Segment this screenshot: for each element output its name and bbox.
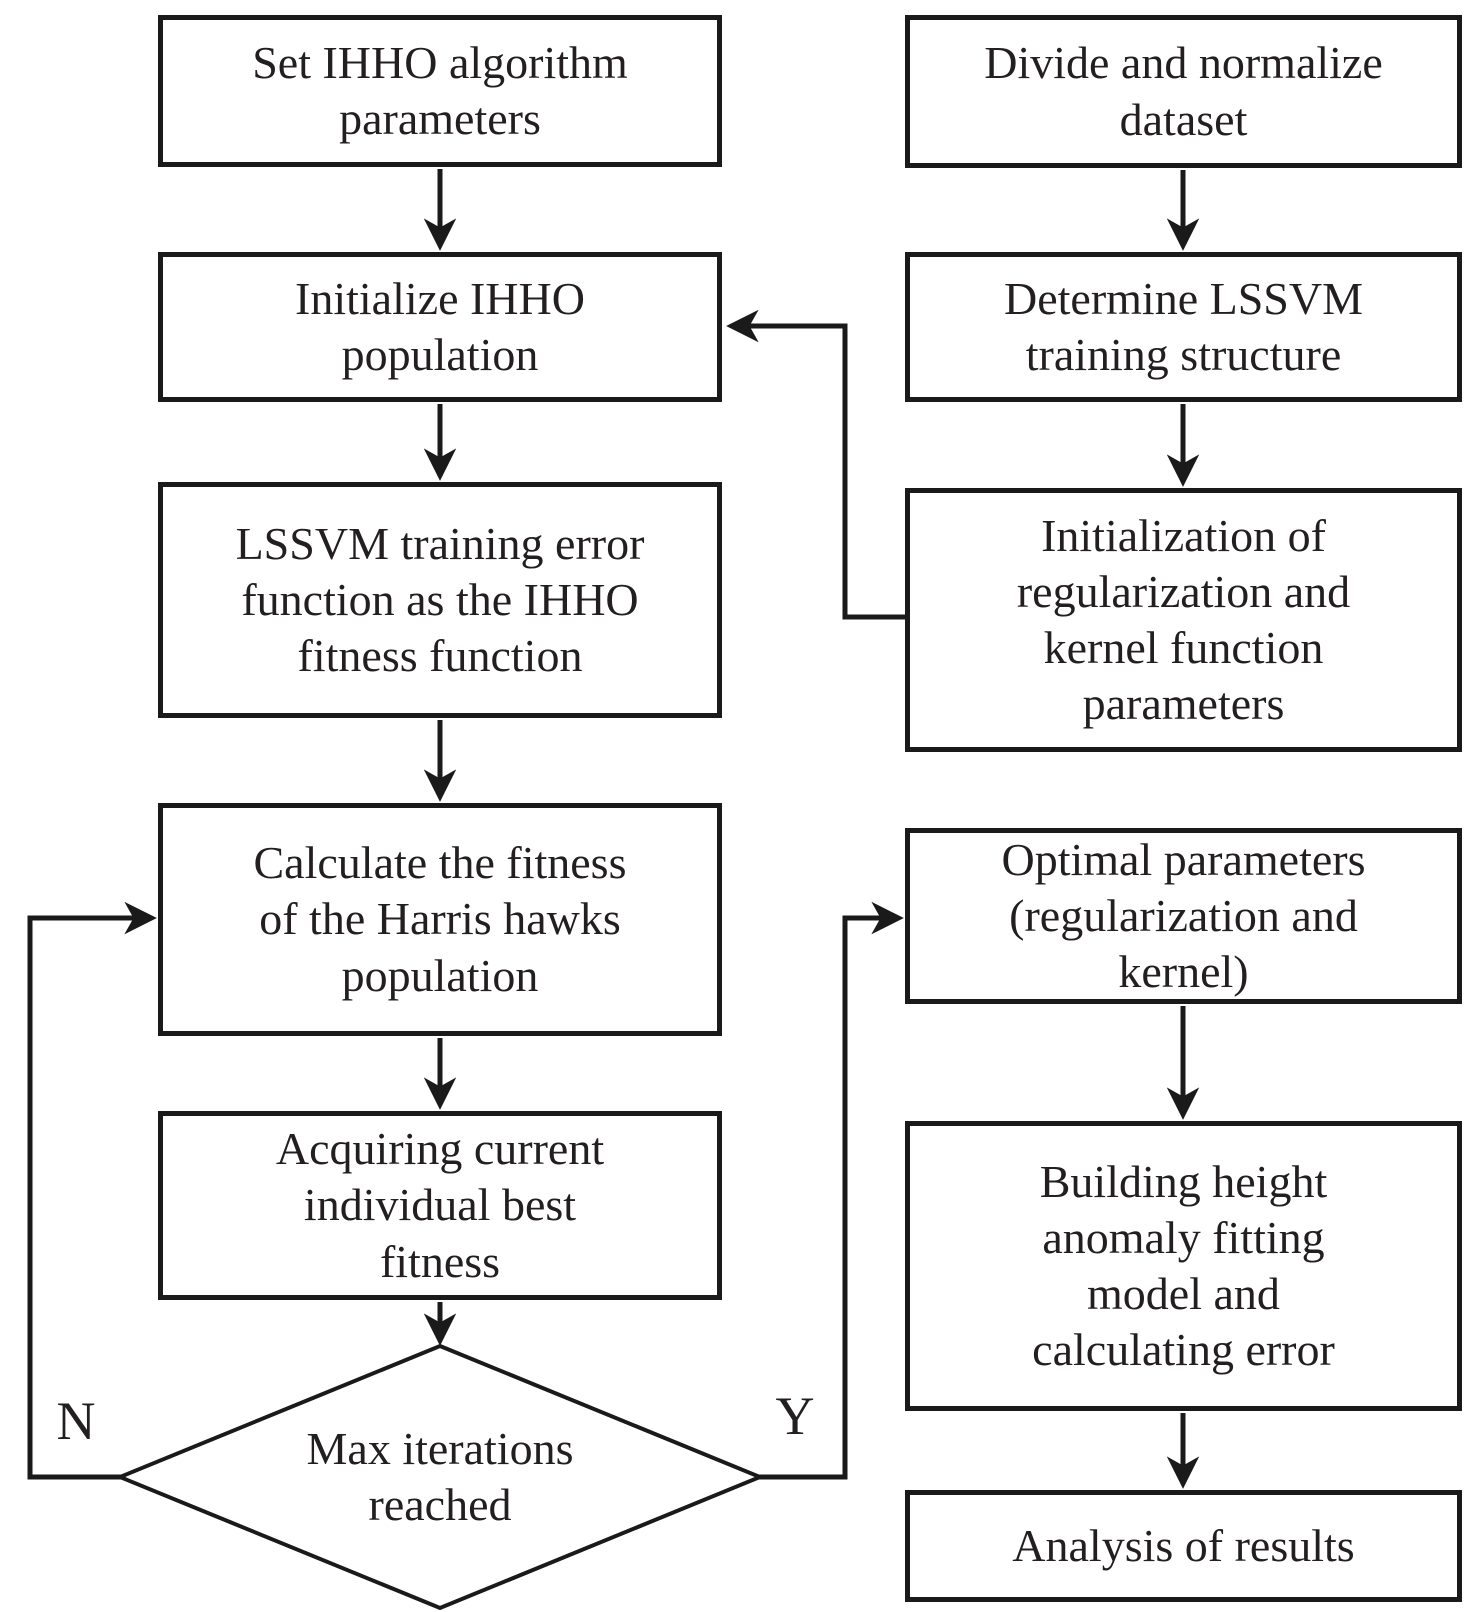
node-set-ihho-parameters-label: Set IHHO algorithm parameters (252, 36, 628, 144)
branch-label-yes-text: Y (775, 1386, 815, 1446)
branch-label-yes: Y (761, 1383, 829, 1449)
decision-diamond (114, 1343, 766, 1611)
node-analysis-of-results: Analysis of results (905, 1490, 1462, 1602)
node-determine-lssvm-structure: Determine LSSVM training structure (905, 252, 1462, 402)
node-optimal-parameters-label: Optimal parameters (regularization and k… (1001, 833, 1366, 998)
arrow-decision-no-loop-to-calc-fitness (27, 901, 157, 1480)
node-initialization-parameters-label: Initialization of regularization and ker… (1016, 509, 1351, 730)
node-optimal-parameters: Optimal parameters (regularization and k… (905, 828, 1462, 1004)
node-initialization-parameters: Initialization of regularization and ker… (905, 488, 1462, 752)
node-divide-normalize-dataset: Divide and normalize dataset (905, 15, 1462, 168)
node-analysis-of-results-label: Analysis of results (1012, 1519, 1355, 1571)
node-building-height-model: Building height anomaly fitting model an… (905, 1121, 1462, 1411)
branch-label-no: N (42, 1388, 110, 1454)
node-initialize-ihho-population-label: Initialize IHHO population (295, 272, 585, 380)
node-acquire-best-fitness-label: Acquiring current individual best fitnes… (275, 1123, 605, 1287)
arrow-init-params-to-init-pop (726, 309, 905, 620)
arrow-decision-yes-to-optimal (758, 901, 904, 1480)
node-calculate-fitness-label: Calculate the fitness of the Harris hawk… (253, 837, 627, 1001)
node-divide-normalize-dataset-label: Divide and normalize dataset (984, 37, 1383, 145)
branch-label-no-text: N (56, 1391, 96, 1451)
node-acquire-best-fitness: Acquiring current individual best fitnes… (158, 1111, 722, 1300)
node-calculate-fitness: Calculate the fitness of the Harris hawk… (158, 803, 722, 1036)
node-set-ihho-parameters: Set IHHO algorithm parameters (158, 15, 722, 167)
node-lssvm-fitness-function-label: LSSVM training error function as the IHH… (235, 517, 645, 682)
node-determine-lssvm-structure-label: Determine LSSVM training structure (1003, 272, 1363, 380)
node-building-height-model-label: Building height anomaly fitting model an… (1032, 1155, 1335, 1376)
node-initialize-ihho-population: Initialize IHHO population (158, 252, 722, 402)
node-lssvm-fitness-function: LSSVM training error function as the IHH… (158, 482, 722, 718)
